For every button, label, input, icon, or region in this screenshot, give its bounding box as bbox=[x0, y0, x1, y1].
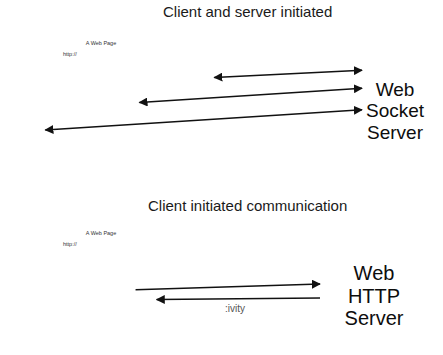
cube-top bbox=[320, 240, 440, 252]
browser-drawing bbox=[5, 230, 197, 352]
status-edge bbox=[6, 344, 196, 345]
status-edge bbox=[6, 157, 196, 158]
browser-window: A Web Page http:// bbox=[5, 40, 197, 165]
back-icon bbox=[10, 241, 19, 249]
address-bar bbox=[60, 240, 150, 249]
window-frame bbox=[6, 41, 197, 165]
title-strip bbox=[6, 231, 196, 237]
browser-drawing bbox=[5, 40, 197, 165]
page-title: A Web Page bbox=[5, 40, 197, 47]
status-icon bbox=[188, 160, 193, 163]
search-box bbox=[157, 240, 189, 250]
status-icon bbox=[188, 347, 193, 350]
cube-front bbox=[321, 252, 429, 340]
toolbar bbox=[6, 237, 196, 252]
cube-side bbox=[428, 46, 440, 165]
server-cube: Web Socket Server bbox=[362, 45, 440, 165]
toolbar bbox=[6, 47, 196, 62]
server-label-area: Web HTTP Server bbox=[320, 252, 428, 340]
address-bar bbox=[60, 50, 150, 59]
status-bar bbox=[6, 157, 196, 164]
status-bar bbox=[6, 344, 196, 351]
message-arrow bbox=[139, 88, 362, 102]
page-title: A Web Page bbox=[5, 230, 197, 237]
heading: Client and server initiated bbox=[163, 3, 332, 20]
message-arrow bbox=[45, 110, 362, 130]
home-icon bbox=[45, 241, 55, 249]
cube-front bbox=[363, 57, 429, 165]
title-strip bbox=[6, 41, 196, 47]
forward-icon bbox=[23, 51, 32, 59]
toolbar-edge bbox=[6, 252, 196, 253]
message-arrow bbox=[136, 284, 320, 290]
stop-icon bbox=[36, 51, 42, 58]
browser-window: A Web Page http:// bbox=[5, 230, 197, 352]
home-icon bbox=[45, 51, 55, 59]
server-name: Web HTTP Server bbox=[339, 262, 409, 329]
server-label-area: Web Socket Server bbox=[362, 57, 428, 165]
address-text: http:// bbox=[63, 240, 77, 249]
back-icon bbox=[10, 51, 19, 59]
message-arrow bbox=[214, 70, 362, 77]
message-arrow bbox=[157, 298, 320, 300]
address-text: http:// bbox=[63, 50, 77, 59]
cube-top bbox=[362, 45, 440, 57]
window-frame bbox=[6, 231, 197, 352]
toolbar-edge bbox=[6, 62, 196, 63]
heading: Client initiated communication bbox=[148, 197, 347, 214]
note-fragment: :ivity bbox=[223, 303, 247, 314]
stop-icon bbox=[36, 241, 42, 248]
forward-icon bbox=[23, 241, 32, 249]
cube-side bbox=[428, 241, 440, 340]
server-cube: Web HTTP Server bbox=[320, 240, 440, 340]
server-name: Web Socket Server bbox=[364, 79, 426, 143]
search-box bbox=[157, 50, 189, 60]
